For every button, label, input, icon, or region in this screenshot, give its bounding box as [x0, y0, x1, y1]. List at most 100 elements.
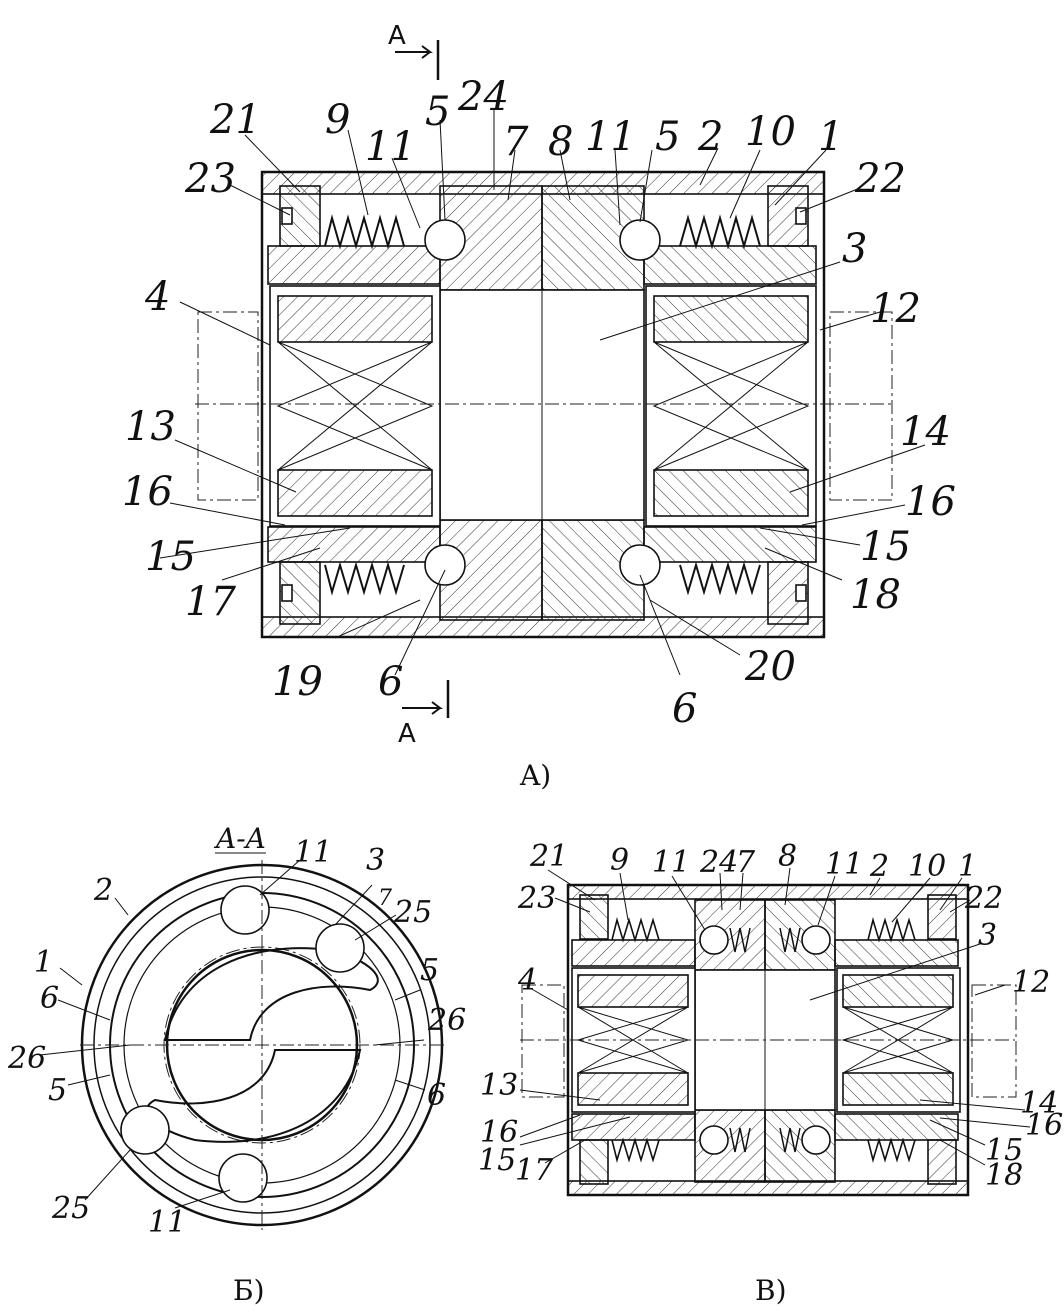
ball-c-ll — [699, 1125, 729, 1155]
housing-c-bottom-wall — [567, 1180, 969, 1196]
section-mark-bottom: A — [398, 719, 416, 749]
label-c-11b: 11 — [825, 847, 863, 882]
label-c-4: 4 — [517, 963, 537, 998]
ball-b-bottom — [218, 1153, 268, 1203]
label-c-16-left: 16 — [480, 1115, 518, 1150]
leader-lines-a — [159, 110, 926, 676]
ball-c-lr — [801, 1125, 831, 1155]
caption-b: Б) — [233, 1274, 265, 1307]
label-c-11: 11 — [652, 845, 690, 880]
label-a-10: 10 — [745, 109, 796, 155]
screw-lower-right — [795, 584, 807, 602]
label-a-11b: 11 — [585, 114, 636, 160]
label-a-17: 17 — [185, 579, 236, 625]
label-b-3: 3 — [366, 843, 385, 878]
label-c-7: 7 — [736, 845, 756, 880]
label-b-26-left: 26 — [7, 1041, 46, 1076]
label-b-2: 2 — [93, 873, 113, 908]
ball-spring-c-ul — [729, 927, 751, 953]
label-c-18: 18 — [985, 1158, 1023, 1193]
label-c-15-left: 15 — [478, 1143, 516, 1178]
screw-upper-right — [795, 207, 807, 225]
label-a-7: 7 — [503, 119, 529, 165]
shaft-end-c-4 — [521, 984, 565, 1098]
label-c-17: 17 — [515, 1153, 554, 1188]
bearing-c-13-outer — [577, 974, 689, 1008]
label-c-21: 21 — [529, 839, 568, 874]
section-mark-top: A — [388, 21, 406, 51]
ball-spring-c-ll — [729, 1127, 751, 1153]
cam-groove-lower — [146, 1049, 362, 1143]
ball-lower-left — [424, 544, 466, 586]
label-c-14: 14 — [1020, 1086, 1058, 1121]
ball-c-ur — [801, 925, 831, 955]
end-cap-c-ur — [927, 894, 957, 940]
figure-b: A-A 11 3 7 2 25 1 5 6 26 26 5 6 25 11 — [7, 822, 466, 1307]
label-c-10: 10 — [908, 849, 946, 884]
sleeve-c-18 — [834, 1113, 959, 1141]
leader-lines-c — [519, 867, 1031, 1166]
label-b-11-top: 11 — [294, 835, 332, 870]
label-a-4: 4 — [144, 274, 170, 320]
bearing-c-14-outer — [842, 974, 954, 1008]
label-c-15-right: 15 — [985, 1133, 1023, 1168]
label-c-2: 2 — [869, 849, 889, 884]
label-a-1: 1 — [818, 114, 843, 160]
bearing-14-rollers — [652, 341, 810, 471]
ball-b-top — [220, 885, 270, 935]
bearing-c-14-inner — [842, 1072, 954, 1106]
label-a-3: 3 — [842, 226, 867, 272]
ball-b-25-top — [315, 923, 365, 973]
label-a-13: 13 — [125, 404, 176, 450]
label-b-5-right: 5 — [420, 953, 439, 988]
label-c-24: 24 — [699, 845, 738, 880]
section-arrow-top — [395, 45, 433, 59]
section-title-b: A-A — [213, 822, 266, 855]
ball-lower-right — [619, 544, 661, 586]
label-a-15-right: 15 — [860, 524, 911, 570]
label-a-12: 12 — [870, 286, 921, 332]
label-b-26-right: 26 — [427, 1003, 466, 1038]
spring-20 — [679, 561, 761, 596]
label-c-23: 23 — [517, 881, 556, 916]
spring-9 — [324, 214, 405, 250]
caption-a: A) — [519, 759, 551, 792]
spring-c-lower-left — [611, 1137, 660, 1164]
label-a-19: 19 — [272, 659, 323, 705]
housing-c-top-wall — [567, 884, 969, 900]
label-c-13: 13 — [480, 1068, 518, 1103]
spring-c-lower-right — [867, 1137, 916, 1164]
label-a-24: 24 — [457, 74, 509, 120]
end-cap-c-ll — [579, 1139, 609, 1185]
label-a-8: 8 — [548, 119, 573, 165]
ball-b-25-bottom — [120, 1105, 170, 1155]
label-b-25-bottom: 25 — [51, 1191, 90, 1226]
label-a-16-right: 16 — [905, 479, 956, 525]
shaft-end-12 — [829, 311, 893, 501]
label-a-11: 11 — [365, 124, 416, 170]
ball-spring-c-ur — [779, 927, 801, 953]
label-c-9: 9 — [610, 843, 629, 878]
label-a-2: 2 — [697, 114, 723, 160]
bearing-13-inner-race — [277, 469, 433, 517]
sleeve-c-ur — [834, 939, 959, 967]
cam-groove-upper — [163, 947, 379, 1041]
label-a-5: 5 — [425, 89, 450, 135]
ball-upper-left — [424, 219, 466, 261]
screw-lower-left — [281, 584, 293, 602]
label-a-23: 23 — [184, 156, 236, 202]
label-a-6-right: 6 — [672, 686, 697, 732]
label-a-5b: 5 — [655, 114, 680, 160]
section-arrow-bottom — [402, 701, 443, 715]
label-b-11-bottom: 11 — [148, 1205, 186, 1240]
sleeve-17 — [267, 526, 441, 563]
sleeve-upper-left — [267, 245, 441, 285]
caption-c: В) — [755, 1274, 787, 1307]
leader-lines-b — [39, 859, 426, 1209]
bearing-c-13-inner — [577, 1072, 689, 1106]
end-cap-c-ul — [579, 894, 609, 940]
label-b-6-right: 6 — [427, 1078, 446, 1113]
bearing-13-rollers — [276, 341, 434, 471]
sleeve-upper-right — [643, 245, 817, 285]
